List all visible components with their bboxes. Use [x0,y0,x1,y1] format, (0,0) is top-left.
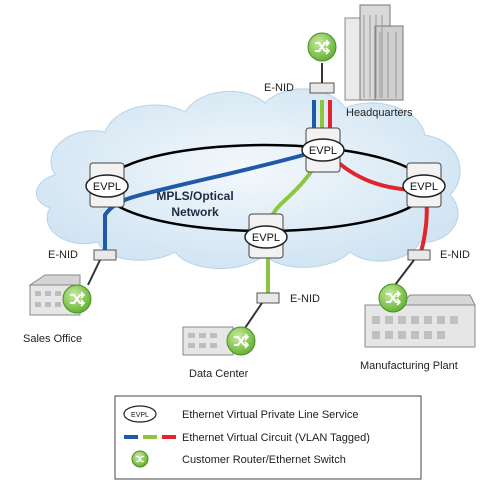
headquarters-building [344,4,404,101]
network-label-line2: Network [171,205,219,219]
router-hq-icon [307,32,337,62]
evpl-hq-label: EVPL [309,145,337,157]
legend-item-1: Ethernet Virtual Private Line Service [182,409,359,421]
router-mfg-icon [378,283,408,313]
legend: EVPL Ethernet Virtual Private Line Servi… [114,395,422,480]
enid-dc [244,292,280,329]
network-label-line1: MPLS/Optical [156,189,233,203]
enid-hq [309,63,335,94]
manufacturing-building [364,294,476,348]
router-dc-icon [226,326,256,356]
site-data-center: Data Center [189,368,249,380]
evpl-east-label: EVPL [410,181,438,193]
enid-dc-label: E-NID [290,293,320,305]
enid-sales [87,249,117,286]
evpl-node-east: EVPL [402,162,446,208]
data-center-building [182,326,234,356]
evpl-node-hq: EVPL [301,127,345,173]
enid-sales-label: E-NID [48,249,78,261]
legend-evpl-symbol: EVPL [131,412,149,419]
evpl-south-label: EVPL [252,232,280,244]
evpl-node-south: EVPL [244,213,288,259]
legend-item-3: Customer Router/Ethernet Switch [182,454,346,466]
site-manufacturing: Manufacturing Plant [360,360,458,372]
enid-hq-label: E-NID [264,82,294,94]
router-sales-icon [62,284,92,314]
legend-item-2: Ethernet Virtual Circuit (VLAN Tagged) [182,432,370,444]
evpl-west-label: EVPL [93,181,121,193]
enid-mfg [394,249,431,286]
enid-mfg-label: E-NID [440,249,470,261]
legend-router-icon [131,450,149,468]
site-headquarters: Headquarters [346,107,413,119]
site-sales-office: Sales Office [23,333,82,345]
evpl-node-west: EVPL [85,162,129,208]
